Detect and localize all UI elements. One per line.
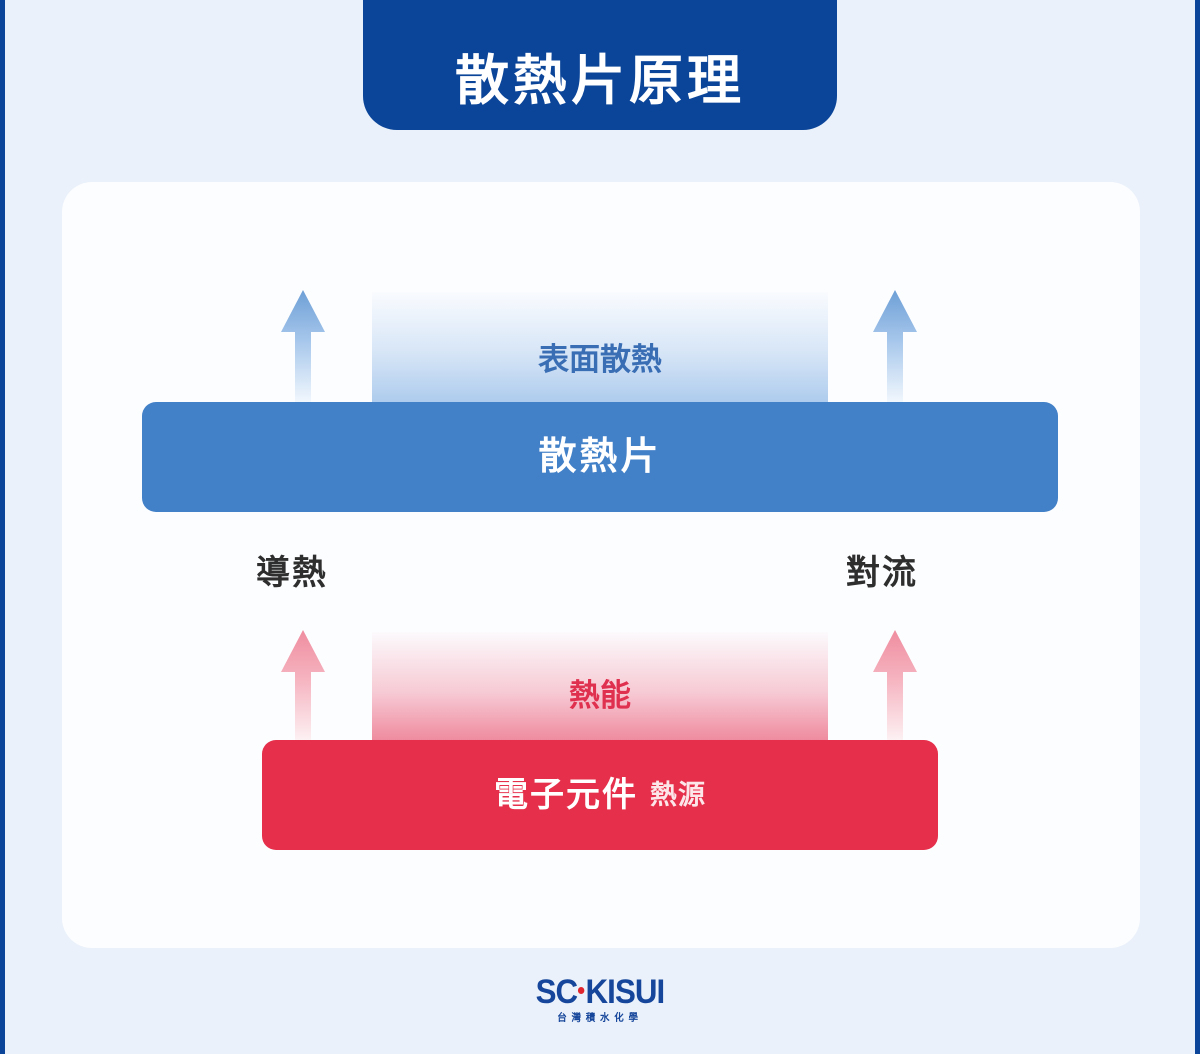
heat-source-sublabel: 熱源	[650, 779, 706, 810]
up-arrow-icon-red-left	[280, 628, 326, 746]
logo-letter-c: C	[555, 973, 579, 1011]
page-title: 散熱片原理	[455, 51, 745, 111]
thermal-energy-zone: 熱能	[372, 632, 828, 742]
title-badge: 散熱片原理	[363, 0, 837, 130]
up-arrow-icon-blue-right	[872, 288, 918, 406]
convection-label: 對流	[846, 554, 918, 592]
heatsink-label: 散熱片	[538, 436, 662, 478]
logo-dot-icon	[578, 987, 585, 994]
surface-dissipation-label: 表面散熱	[538, 342, 662, 377]
heat-source-slab: 電子元件 熱源	[262, 740, 938, 850]
conduction-label: 導熱	[256, 554, 328, 592]
logo-subtitle: 台灣積水化學	[557, 1013, 643, 1024]
sekisui-wordmark: S C KISUI	[535, 973, 666, 1011]
logo-letter-s: S	[535, 973, 557, 1011]
logo-letters-kisui: KISUI	[585, 973, 666, 1011]
footer-logo: S C KISUI 台灣積水化學	[0, 975, 1200, 1024]
right-edge-stripe	[1195, 0, 1200, 1054]
left-edge-stripe	[0, 0, 5, 1054]
heat-source-label: 電子元件	[494, 776, 638, 814]
heatsink-slab: 散熱片	[142, 402, 1058, 512]
thermal-energy-label: 熱能	[569, 678, 631, 713]
up-arrow-icon-red-right	[872, 628, 918, 746]
up-arrow-icon-blue-left	[280, 288, 326, 406]
surface-dissipation-zone: 表面散熱	[372, 292, 828, 404]
